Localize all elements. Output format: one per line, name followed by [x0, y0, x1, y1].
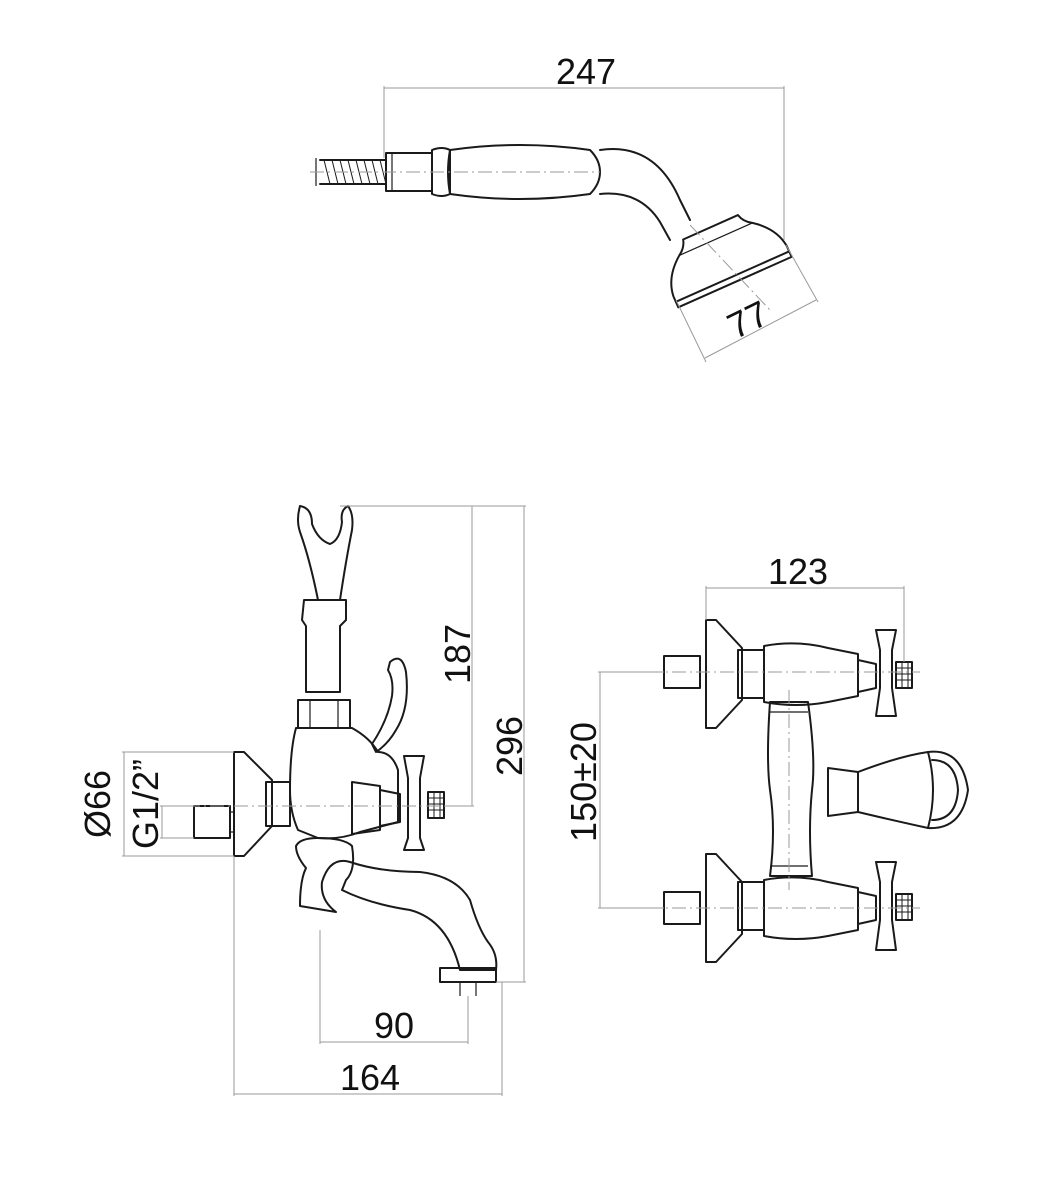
spout-aerator: [439, 967, 497, 983]
upper-body: [763, 642, 859, 706]
shower-holder: [297, 505, 354, 601]
tap-head: [351, 781, 381, 835]
label-187: 187: [437, 624, 478, 684]
cross-handle: [403, 755, 425, 851]
mixer-side-view: [186, 505, 498, 996]
spout-ring: [927, 750, 969, 830]
dimension-thread: G1/2”: [125, 759, 194, 849]
dimension-123: 123: [705, 551, 905, 662]
label-296: 296: [489, 716, 530, 776]
upper-cross-handle: [875, 629, 897, 717]
upper-flange: [705, 619, 743, 729]
spout-top: [857, 751, 934, 829]
hose-spiral: [315, 158, 387, 186]
label-164: 164: [340, 1057, 400, 1098]
dimension-77: 77: [675, 244, 819, 363]
holder-nut: [297, 699, 351, 729]
label-247: 247: [556, 51, 616, 92]
spout-connector: [827, 767, 859, 817]
handle-neck: [599, 148, 691, 241]
shower-head: [670, 214, 793, 309]
handle-body: [447, 144, 601, 200]
inlet-pipe: [193, 805, 231, 839]
label-90: 90: [374, 1005, 414, 1046]
dimension-247: 247: [383, 51, 785, 240]
label-150: 150±20: [563, 722, 604, 842]
lower-handle-cap: [895, 893, 913, 921]
mixer-top-view: [600, 619, 969, 963]
diverter-lever: [371, 657, 408, 753]
dimension-diameter-66: Ø66: [77, 751, 234, 857]
dimension-90: 90: [319, 930, 469, 1046]
holder-tube: [301, 599, 347, 693]
label-77: 77: [721, 292, 775, 346]
label-thread: G1/2”: [125, 759, 166, 849]
dimension-150: 150±20: [563, 671, 664, 909]
handle-cap: [427, 791, 445, 819]
dimension-164: 164: [233, 856, 503, 1098]
mixer-body: [289, 727, 399, 840]
lower-body: [763, 876, 859, 940]
label-123: 123: [768, 551, 828, 592]
inlet-nut: [265, 781, 291, 827]
lower-cross-handle: [875, 861, 897, 951]
hand-shower-drawing: [310, 144, 793, 311]
dimension-187: 187: [340, 505, 478, 807]
bath-spout: [295, 837, 498, 971]
lower-flange: [705, 853, 743, 963]
label-diameter-66: Ø66: [77, 770, 118, 838]
dimension-296: 296: [474, 505, 530, 983]
upper-handle-cap: [895, 661, 913, 689]
vertical-connector: [767, 701, 815, 877]
